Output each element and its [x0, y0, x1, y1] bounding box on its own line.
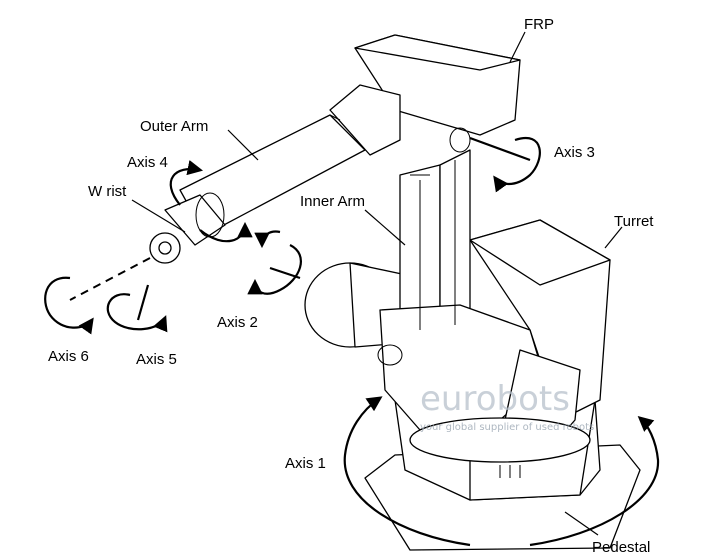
axis2-arrow	[247, 244, 302, 295]
frp-leader	[509, 31, 526, 63]
axis6-arrow	[44, 276, 94, 335]
wrist-leader	[131, 199, 186, 233]
turret-top	[469, 219, 611, 286]
label-axis1: Axis 1	[285, 455, 326, 472]
axis3-arrow	[493, 137, 541, 193]
tool-axis-dashed	[69, 257, 151, 301]
pedestal-leader	[564, 511, 599, 536]
turret-leader	[604, 226, 623, 249]
axis5-shaft	[136, 284, 150, 321]
wrist-body	[164, 194, 226, 246]
label-axis3: Axis 3	[554, 144, 595, 161]
label-turret: Turret	[614, 213, 654, 230]
label-outer-arm: Outer Arm	[140, 118, 208, 135]
axis5-arrow	[106, 293, 168, 333]
pedestal-ring	[409, 417, 591, 463]
arm-cap	[329, 84, 401, 156]
watermark-brand: eurobots	[420, 379, 570, 419]
axis4-arrow	[169, 160, 204, 206]
watermark-tagline: your global supplier of used robots	[420, 422, 594, 433]
label-inner-arm: Inner Arm	[300, 193, 365, 210]
label-wrist: W rist	[88, 183, 127, 200]
label-axis6: Axis 6	[48, 348, 89, 365]
label-axis2: Axis 2	[217, 314, 258, 331]
axis1-arrow-left	[343, 396, 471, 547]
label-axis4: Axis 4	[127, 154, 168, 171]
axis1-arrow-right	[529, 415, 660, 547]
label-frp: FRP	[524, 16, 554, 33]
inner-arm-leader	[364, 209, 406, 246]
label-pedestal: Pedestal	[592, 539, 650, 556]
outer-arm-leader	[227, 129, 259, 161]
label-axis5: Axis 5	[136, 351, 177, 368]
axis3-shaft	[469, 136, 531, 162]
